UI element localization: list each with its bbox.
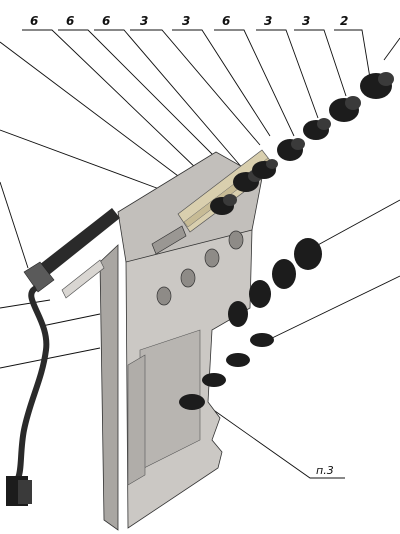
callout-labels: 6 6 6 3 3 6 3 3 2 п.3: [30, 14, 348, 477]
reference-label: п.3: [316, 464, 334, 477]
panel-lower-bevel: [127, 354, 146, 486]
callout-label: 3: [302, 14, 310, 28]
panel-slot: [151, 225, 187, 255]
indicator-cap: [249, 280, 271, 308]
callout-label: 6: [102, 14, 110, 28]
switch-connector: [252, 159, 278, 179]
harness-plug: [23, 261, 55, 293]
indicator-cap: [294, 238, 322, 270]
switch-connector: [360, 72, 394, 99]
switch-connector: [210, 194, 237, 215]
switch-row: [210, 72, 394, 215]
callout-leaders: [0, 29, 400, 479]
dashboard-panel: [99, 151, 263, 531]
mounting-bracket: [61, 259, 105, 299]
indicator-cap: [228, 301, 248, 327]
panel-side-wall: [99, 244, 119, 531]
toggle-switch: [250, 333, 274, 347]
lower-switches: [179, 333, 274, 410]
switch-connector: [303, 118, 331, 140]
switch-connector: [277, 138, 305, 161]
harness-connector-strip: [30, 208, 120, 282]
wiring-harness: [6, 208, 120, 506]
toggle-switch: [202, 373, 226, 387]
panel-hole: [180, 268, 196, 288]
indicator-caps: [228, 238, 322, 327]
toggle-switch: [226, 353, 250, 367]
harness-cable: [15, 285, 50, 480]
toggle-switch: [179, 394, 205, 410]
callout-label: 3: [140, 14, 148, 28]
callout-label: 6: [66, 14, 74, 28]
callout-label: 6: [222, 14, 230, 28]
callout-label: 6: [30, 14, 38, 28]
panel-hole: [228, 230, 244, 250]
harness-end-connector: [18, 480, 32, 504]
indicator-cap: [272, 259, 296, 289]
switch-connector: [329, 96, 361, 122]
callout-label: 3: [182, 14, 190, 28]
panel-hole: [204, 248, 220, 268]
panel-hole: [156, 286, 172, 306]
callout-label: 2: [340, 14, 348, 28]
callout-label: 3: [264, 14, 272, 28]
